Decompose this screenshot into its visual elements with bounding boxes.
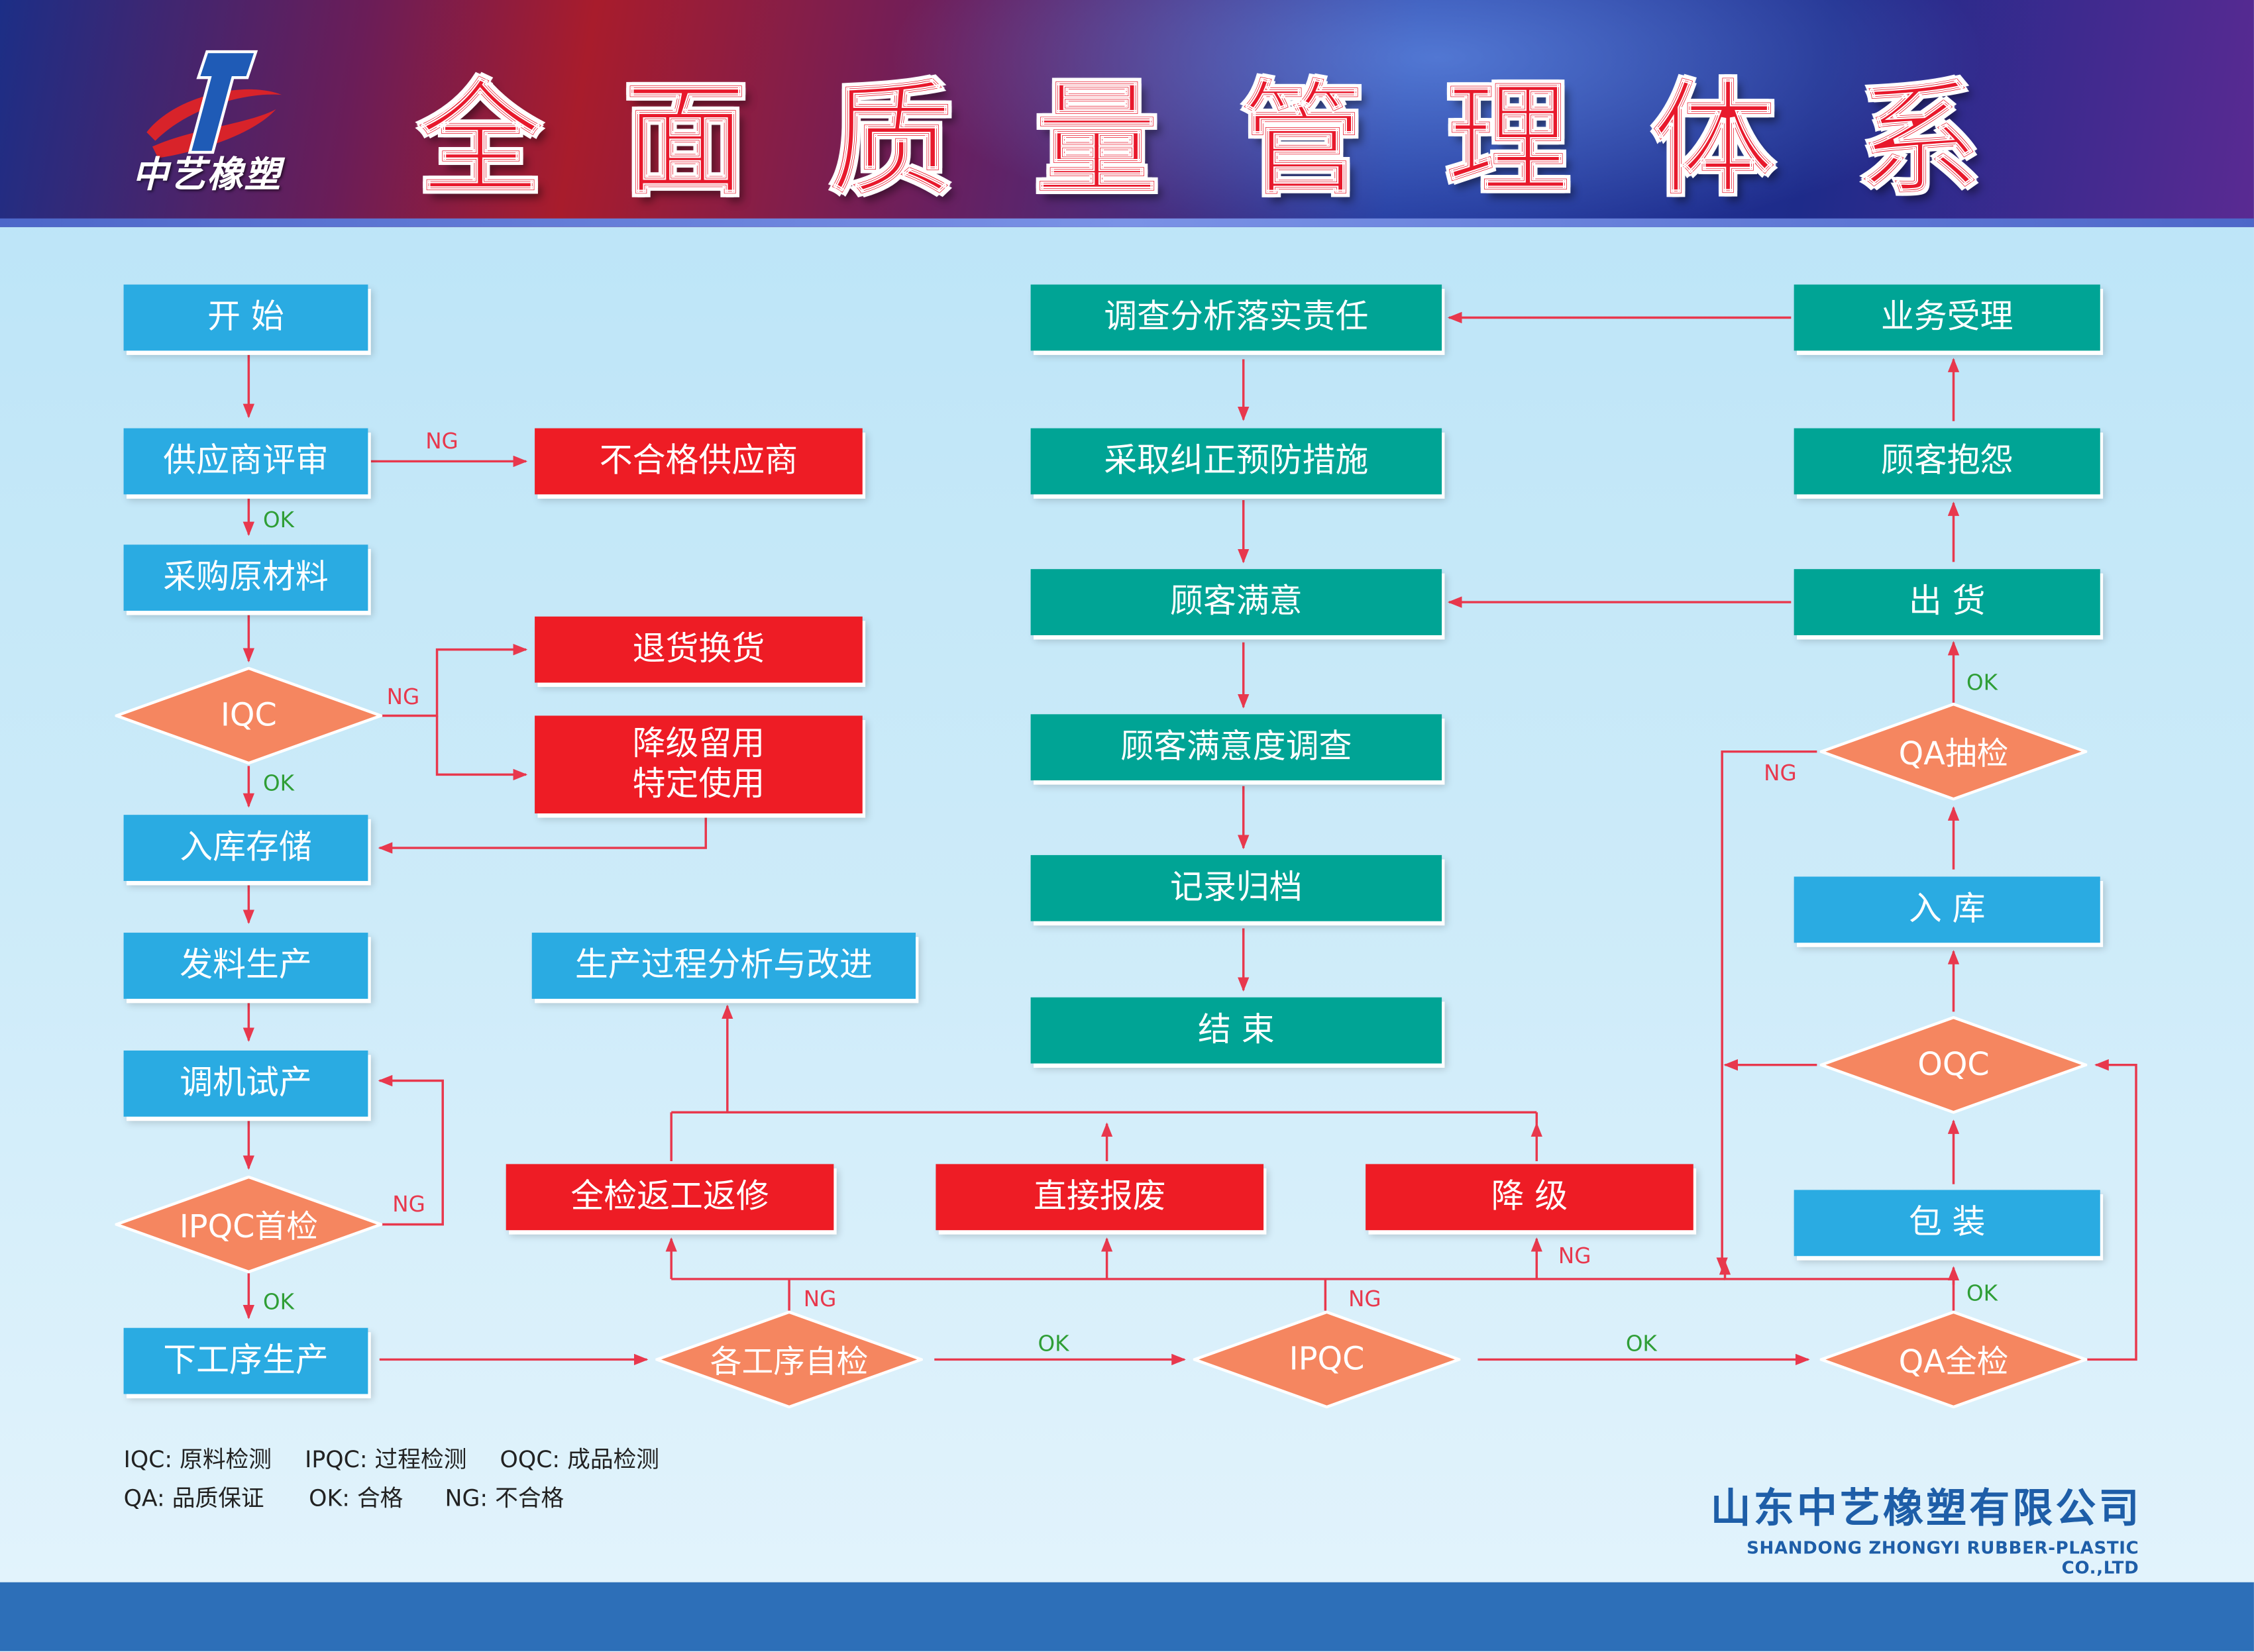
arrow-iqc-downgrade: [435, 715, 528, 781]
ng-label: NG: [803, 1286, 837, 1312]
arrow-qafull-oqc: [2087, 1058, 2137, 1361]
archive-box: 记录归档: [1030, 854, 1442, 921]
ok-label: OK: [263, 507, 295, 533]
qa-full-label: QA全检: [1898, 1345, 2009, 1381]
ok-label: OK: [263, 1289, 295, 1316]
issue-production-box: 发料生产: [123, 933, 368, 999]
legend-item: IQC: 原料检测: [123, 1445, 272, 1473]
company-name-cn: 山东中艺橡塑有限公司: [1710, 1484, 2142, 1532]
ng-label: NG: [425, 428, 458, 454]
ok-label: OK: [1625, 1331, 1657, 1357]
oqc-label: OQC: [1917, 1047, 1990, 1083]
direct-scrap-box: 直接报废: [936, 1164, 1264, 1231]
corrective-box: 采取纠正预防措施: [1030, 428, 1442, 495]
satisfied-box: 顾客满意: [1030, 569, 1442, 635]
company-logo-icon: [146, 50, 282, 158]
stock-in-box: 入 库: [1794, 876, 2100, 943]
ng-label: NG: [386, 684, 420, 710]
ipqc-first-label: IPQC首检: [179, 1210, 318, 1247]
header-banner: 中艺橡塑 全 面 质 量 管 理 体 系: [0, 0, 2254, 227]
oqc-diamond: OQC: [1819, 1015, 2088, 1114]
header-glow: [891, 0, 1984, 227]
downgrade-use-box: 降级留用 特定使用: [535, 715, 863, 813]
full-rework-box: 全检返工返修: [506, 1164, 834, 1231]
title-char: 量: [1034, 67, 1159, 213]
title-char: 质: [829, 67, 954, 213]
legend-item: IPQC: 过程检测: [305, 1445, 467, 1473]
next-process-box: 下工序生产: [123, 1327, 368, 1394]
investigate-box: 调查分析落实责任: [1030, 284, 1442, 351]
survey-box: 顾客满意度调查: [1030, 714, 1442, 781]
arrow-downgrade-storage: [378, 816, 708, 854]
iqc-diamond: IQC: [115, 666, 383, 765]
legend: IQC: 原料检测 IPQC: 过程检测 OQC: 成品检测 QA: 品质保证 …: [124, 1440, 686, 1518]
ipqc-diamond: IPQC: [1193, 1310, 1461, 1409]
footer-bar: [0, 1582, 2254, 1651]
company-name-en: SHANDONG ZHONGYI RUBBER-PLASTIC CO.,LTD: [1746, 1537, 2139, 1578]
ng-label: NG: [1558, 1243, 1591, 1269]
legend-line: IQC: 原料检测 IPQC: 过程检测 OQC: 成品检测: [124, 1440, 686, 1479]
ipqc-label: IPQC: [1289, 1341, 1365, 1378]
downgrade-use-line2: 特定使用: [632, 766, 765, 803]
title-char: 面: [623, 67, 749, 213]
legend-item: OQC: 成品检测: [500, 1445, 660, 1473]
ok-label: OK: [263, 770, 295, 796]
qa-sampling-diamond: QA抽检: [1819, 702, 2088, 801]
complaint-box: 顾客抱怨: [1794, 428, 2100, 495]
title-char: 管: [1240, 67, 1365, 213]
purchase-materials-box: 采购原材料: [123, 544, 368, 611]
ipqc-first-diamond: IPQC首检: [115, 1175, 383, 1274]
logo-text: 中艺橡塑: [132, 154, 282, 196]
ok-label: OK: [1966, 670, 1998, 696]
trial-production-box: 调机试产: [123, 1050, 368, 1117]
arrow-iqc-return: [379, 643, 528, 717]
title-char: 理: [1446, 67, 1571, 213]
ng-label: NG: [1764, 760, 1797, 786]
downgrade-use-line1: 降级留用: [632, 725, 765, 764]
legend-line: QA: 品质保证 OK: 合格 NG: 不合格: [124, 1479, 686, 1518]
downgrade-box: 降 级: [1366, 1164, 1693, 1231]
qa-full-diamond: QA全检: [1819, 1310, 2088, 1409]
warehouse-storage-box: 入库存储: [123, 815, 368, 881]
ok-label: OK: [1966, 1280, 1998, 1307]
header-band: [0, 218, 2254, 227]
return-exchange-box: 退货换货: [535, 616, 863, 683]
arrow-qa-ng: [1716, 750, 1817, 1272]
arrow-qafull-ng: [1719, 1260, 1954, 1280]
qa-sampling-label: QA抽检: [1898, 737, 2009, 774]
start-box: 开 始: [123, 284, 368, 351]
arrow-ipqc-trial: [378, 1074, 444, 1226]
process-analysis-box: 生产过程分析与改进: [531, 933, 916, 999]
shipment-box: 出 货: [1794, 569, 2100, 635]
supplier-review-box: 供应商评审: [123, 428, 368, 495]
title-char: 系: [1856, 67, 1982, 213]
end-box: 结 束: [1030, 997, 1442, 1064]
ok-label: OK: [1038, 1331, 1069, 1357]
self-check-diamond: 各工序自检: [655, 1310, 923, 1409]
self-check-label: 各工序自检: [710, 1345, 869, 1381]
ng-label: NG: [392, 1191, 425, 1217]
legend-item: QA: 品质保证: [123, 1484, 264, 1512]
packing-box: 包 装: [1794, 1190, 2100, 1257]
ng-label: NG: [1348, 1286, 1381, 1312]
iqc-label: IQC: [220, 697, 277, 734]
title-char: 体: [1651, 67, 1776, 213]
unqualified-supplier-box: 不合格供应商: [535, 428, 863, 495]
legend-item: NG: 不合格: [445, 1484, 564, 1512]
title-char: 全: [417, 67, 543, 213]
legend-item: OK: 合格: [309, 1484, 403, 1512]
business-box: 业务受理: [1794, 284, 2100, 351]
